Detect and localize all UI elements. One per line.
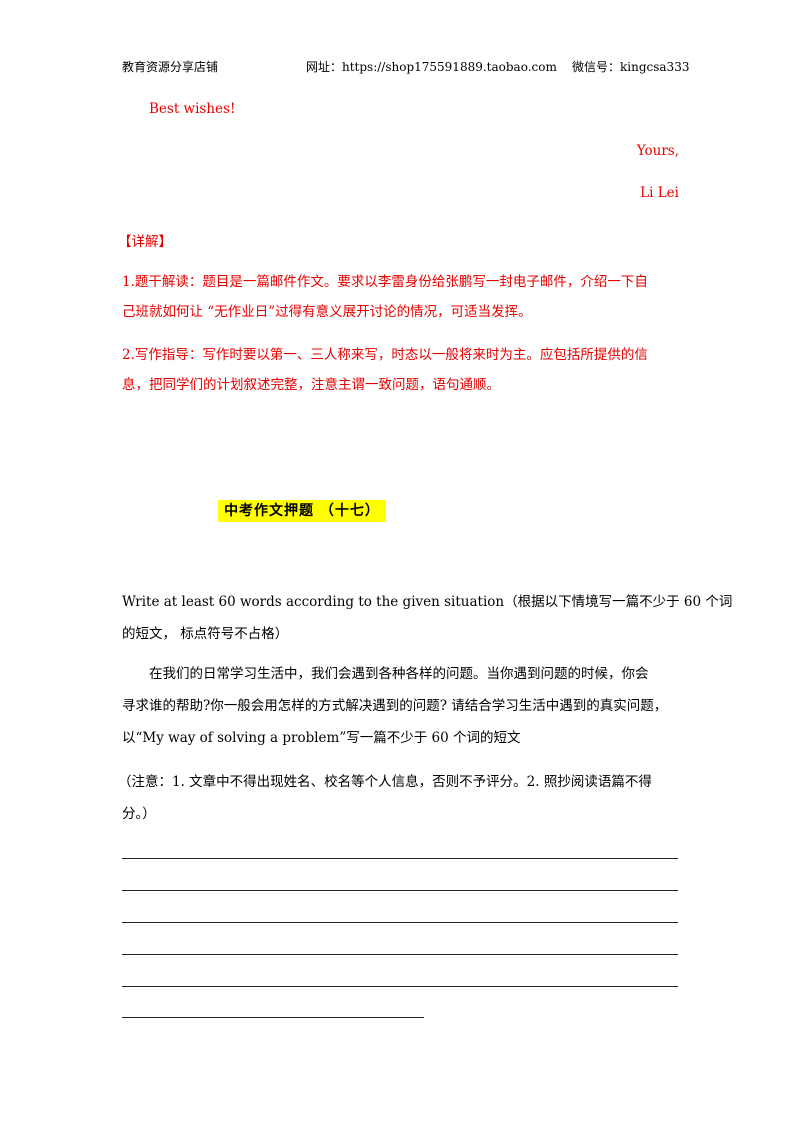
answer-line: [122, 922, 678, 923]
explanation-point1-line2: 己班就如何让 “无作业日”过得有意义展开讨论的情况，可适当发挥。: [122, 304, 532, 320]
prompt-note-line2: 分。）: [122, 806, 156, 822]
explanation-point2-line1: 2.写作指导：写作时要以第一、三人称来写，时态以一般将来时为主。应包括所提供的信: [122, 347, 648, 363]
prompt-line1: Write at least 60 words according to the…: [122, 594, 733, 610]
letter-closing: Yours,: [636, 143, 679, 159]
prompt-paragraph-line3: 以“My way of solving a problem”写一篇不少于 60 …: [122, 730, 521, 746]
explanation-point2-line2: 息，把同学们的计划叙述完整，注意主谓一致问题，语句通顺。: [122, 377, 500, 393]
letter-signature: Li Lei: [640, 185, 679, 201]
answer-line: [122, 986, 678, 987]
section-title: 中考作文押题 （十七）: [218, 500, 386, 522]
letter-wishes: Best wishes!: [149, 101, 236, 117]
prompt-note-line1: （注意：1. 文章中不得出现姓名、校名等个人信息，否则不予评分。2. 照抄阅读语…: [118, 774, 652, 790]
prompt-line2: 的短文， 标点符号不占格）: [122, 626, 289, 642]
explanation-point1-line1: 1.题干解读：题目是一篇邮件作文。要求以李雷身份给张鹏写一封电子邮件，介绍一下自: [122, 274, 648, 290]
answer-line-short: [122, 1017, 424, 1018]
explanation-heading: 【详解】: [118, 234, 172, 250]
answer-line: [122, 890, 678, 891]
answer-line: [122, 858, 678, 859]
header-wechat: 微信号：kingcsa333: [572, 60, 690, 74]
answer-line: [122, 954, 678, 955]
header-shop-name: 教育资源分享店铺: [122, 60, 219, 74]
header-url[interactable]: 网址：https://shop175591889.taobao.com: [306, 60, 557, 74]
prompt-paragraph-line1: 在我们的日常学习生活中，我们会遇到各种各样的问题。当你遇到问题的时候，你会: [149, 666, 649, 682]
prompt-paragraph-line2: 寻求谁的帮助?你一般会用怎样的方式解决遇到的问题? 请结合学习生活中遇到的真实问…: [122, 698, 668, 714]
